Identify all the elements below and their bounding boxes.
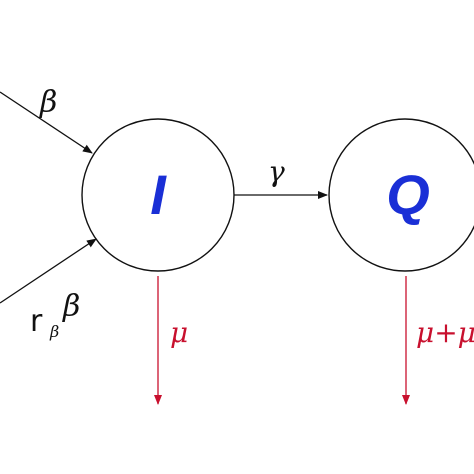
node-q-circle — [328, 118, 474, 272]
node-i-label: I — [150, 163, 167, 226]
inflow-label-beta-tail: β — [62, 289, 80, 324]
inflow-label-beta: β — [39, 85, 57, 120]
transfer-label-gamma: γ — [268, 155, 285, 188]
node-q-label: Q — [386, 163, 430, 226]
inflow-arrow-beta — [0, 91, 93, 154]
inflow-label-r: r — [30, 304, 43, 339]
outflow-label-i: μ — [170, 316, 188, 349]
outflow-label-q: μ+μ — [416, 316, 474, 349]
inflow-label-r-subscript: β — [49, 322, 59, 341]
inflow-arrow-rbeta — [0, 238, 97, 304]
